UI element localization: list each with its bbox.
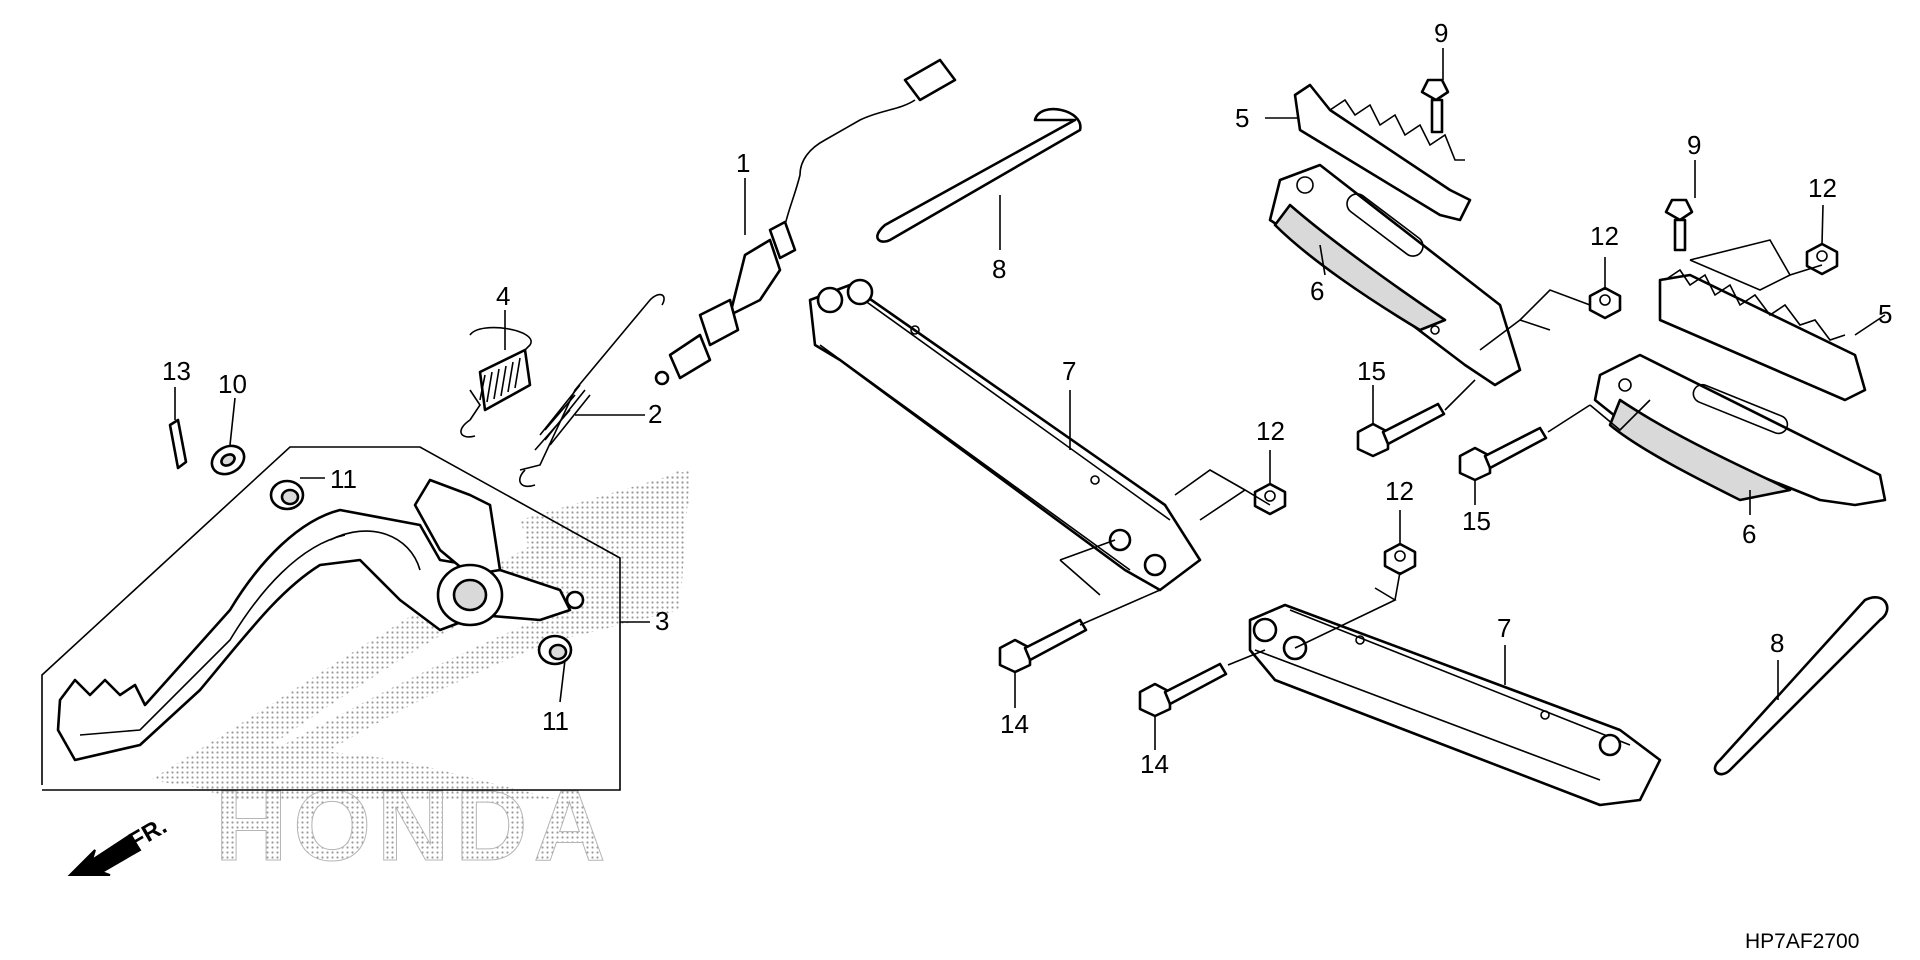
- callout-3: 3: [655, 606, 669, 636]
- spring-4: [460, 326, 532, 438]
- callout-10: 10: [218, 369, 247, 399]
- collar-11-lower: [537, 634, 573, 666]
- washer-10: [210, 444, 246, 476]
- callout-11b: 11: [542, 706, 569, 736]
- callout-5b: 5: [1878, 299, 1892, 329]
- bolt-15-upper: [1356, 402, 1446, 458]
- callout-7b: 7: [1497, 613, 1511, 643]
- callout-14b: 14: [1140, 749, 1169, 779]
- footpeg-5-lower: [1658, 268, 1867, 402]
- cotter-pin-13: [168, 418, 188, 470]
- spring-rod-8-lower: [1713, 596, 1889, 776]
- callout-6b: 6: [1742, 519, 1756, 549]
- callout-7a: 7: [1062, 356, 1076, 386]
- bolt-14-upper: [998, 618, 1088, 674]
- callout-leaders: [174, 48, 1886, 750]
- callout-12d: 12: [1385, 476, 1414, 506]
- callout-15a: 15: [1357, 356, 1386, 386]
- footpeg-bracket-6-lower: [1593, 353, 1887, 507]
- callout-13: 13: [162, 356, 191, 386]
- callout-15b: 15: [1462, 506, 1491, 536]
- spring-2: [519, 293, 665, 488]
- callout-12a: 12: [1590, 221, 1619, 251]
- callout-9b: 9: [1687, 130, 1701, 160]
- callout-6a: 6: [1310, 276, 1324, 306]
- callout-4: 4: [496, 281, 510, 311]
- footpeg-5-upper: [1293, 83, 1472, 222]
- collar-11-upper: [269, 479, 305, 511]
- footpeg-bracket-6-upper: [1268, 163, 1522, 387]
- callout-9a: 9: [1434, 18, 1448, 48]
- honda-logo-watermark: HONDA: [215, 770, 612, 882]
- bracket-7-upper: [808, 278, 1202, 592]
- callout-14a: 14: [1000, 709, 1029, 739]
- callout-8a: 8: [992, 254, 1006, 284]
- callout-2: 2: [648, 399, 662, 429]
- brake-pedal-part: [56, 478, 585, 762]
- callout-11a: 11: [330, 464, 357, 494]
- fastener-bracket-lines: [1059, 239, 1823, 666]
- assembly-3-outline: [41, 446, 621, 791]
- brake-switch-1: [654, 58, 957, 386]
- nut-12-b: [1805, 242, 1839, 276]
- spring-rod-8-upper: [876, 107, 1082, 243]
- diagram-code: HP7AF2700: [1745, 930, 1859, 953]
- nut-12-d: [1383, 542, 1417, 576]
- front-arrow-icon: FR.: [67, 812, 171, 876]
- bolt-9-upper: [1420, 78, 1450, 134]
- callout-12b: 12: [1808, 173, 1837, 203]
- bracket-7-lower: [1248, 603, 1662, 807]
- callout-5a: 5: [1235, 103, 1249, 133]
- nut-12-a: [1588, 286, 1622, 320]
- bolt-14-lower: [1138, 662, 1228, 718]
- bolt-9-lower: [1664, 198, 1694, 252]
- callout-1: 1: [736, 148, 750, 178]
- callout-8b: 8: [1770, 628, 1784, 658]
- bolt-15-lower: [1458, 426, 1548, 482]
- callout-12c: 12: [1256, 416, 1285, 446]
